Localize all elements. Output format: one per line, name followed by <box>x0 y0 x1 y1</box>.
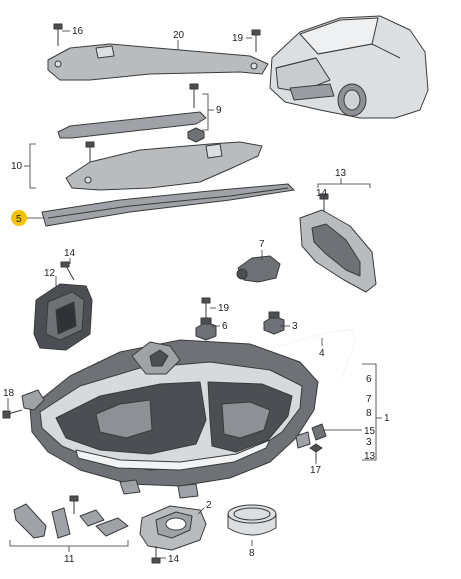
callout-11: 11 <box>64 554 75 565</box>
callout-5: 5 <box>16 214 22 225</box>
callout-4: 4 <box>319 348 325 359</box>
part-8-cap <box>227 504 277 536</box>
callout-1: 1 <box>384 413 390 424</box>
callout-8-right: 8 <box>366 408 372 419</box>
callout-9: 9 <box>216 105 222 116</box>
callout-19-top: 19 <box>232 33 244 44</box>
callout-6-right: 6 <box>366 374 372 385</box>
part-2-ballast-module <box>139 505 207 564</box>
callout-12: 12 <box>44 268 56 279</box>
part-3-socket-top <box>263 311 285 335</box>
callout-7-right: 7 <box>366 394 372 405</box>
part-20-upper-bracket <box>47 43 269 81</box>
callout-14-b: 14 <box>64 248 76 259</box>
car-illustration <box>269 15 429 119</box>
callout-20: 20 <box>173 30 185 41</box>
part-10-cover-plate <box>65 141 263 191</box>
part-7-bulb-socket <box>236 255 281 283</box>
part-11-bracket-set <box>13 495 129 539</box>
callout-13-right: 13 <box>364 451 376 462</box>
callout-17: 17 <box>310 465 322 476</box>
part-4-cable <box>271 329 357 379</box>
part-6-socket-left <box>195 317 217 341</box>
callout-15: 15 <box>364 426 376 437</box>
callout-2: 2 <box>206 500 212 511</box>
screw-16 <box>53 23 63 46</box>
screw-17 <box>309 443 323 460</box>
callout-13: 13 <box>335 168 347 179</box>
part-9-bracket-strip <box>57 83 207 143</box>
part-12-control-module <box>33 261 93 351</box>
leader-lines <box>7 30 382 559</box>
callout-16: 16 <box>72 26 84 37</box>
callout-3-right: 3 <box>366 437 372 448</box>
part-5-trim-strip <box>41 183 295 227</box>
callout-6-left: 6 <box>222 321 228 332</box>
callout-5-highlight <box>11 210 27 226</box>
part-13-module-bracket <box>299 193 377 293</box>
part-15-clip <box>311 423 327 441</box>
headlight-assembly <box>21 339 319 499</box>
screw-18 <box>2 409 23 419</box>
callout-14-a: 14 <box>316 188 328 199</box>
screw-19-middle <box>201 297 211 318</box>
screw-19-top <box>251 29 261 52</box>
callout-7: 7 <box>259 239 265 250</box>
callout-8-bottom: 8 <box>249 548 255 559</box>
callout-14-c: 14 <box>168 554 180 565</box>
callout-18: 18 <box>3 388 15 399</box>
callout-labels: 16 20 19 9 10 5 14 13 7 14 12 19 6 3 4 6… <box>3 26 390 565</box>
callout-10: 10 <box>11 161 23 172</box>
callout-19-middle: 19 <box>218 303 230 314</box>
callout-3-top: 3 <box>292 321 298 332</box>
